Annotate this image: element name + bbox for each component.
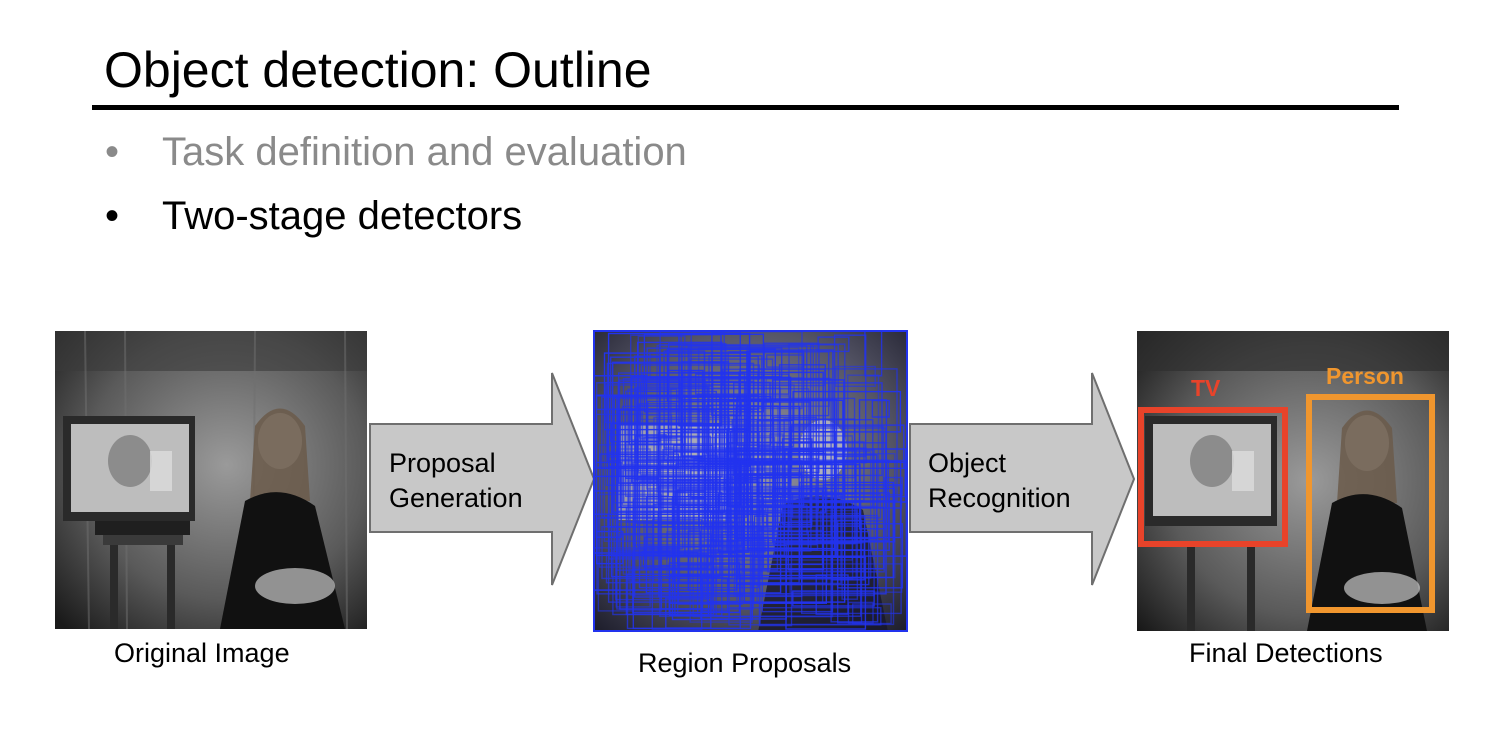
proposal-box bbox=[792, 390, 902, 433]
proposal-generation-arrow bbox=[369, 372, 595, 586]
proposal-box bbox=[735, 405, 801, 479]
proposal-box bbox=[607, 332, 751, 468]
proposal-box bbox=[785, 556, 867, 630]
proposal-box bbox=[601, 525, 763, 580]
arrow-label-line: Generation bbox=[389, 483, 523, 513]
proposal-box bbox=[596, 517, 741, 595]
proposal-box bbox=[772, 416, 817, 546]
proposal-box bbox=[647, 400, 743, 548]
proposal-box bbox=[689, 469, 753, 623]
object-recognition-label: Object Recognition bbox=[928, 446, 1071, 516]
proposal-box bbox=[627, 388, 678, 523]
proposal-box bbox=[815, 574, 849, 615]
proposal-box bbox=[714, 435, 854, 561]
tv-detection-label: TV bbox=[1191, 375, 1221, 401]
proposal-box bbox=[731, 504, 808, 535]
proposal-box bbox=[687, 493, 842, 585]
arrow-label-line: Recognition bbox=[928, 483, 1071, 513]
bullet-item-task-definition: • Task definition and evaluation bbox=[105, 128, 687, 176]
proposal-box bbox=[597, 493, 663, 612]
proposal-box bbox=[871, 399, 890, 418]
proposal-box bbox=[622, 534, 762, 575]
proposal-box bbox=[689, 358, 774, 427]
title-underline bbox=[92, 105, 1399, 110]
proposal-box bbox=[833, 334, 867, 458]
proposal-box bbox=[754, 530, 870, 586]
bullet-marker: • bbox=[105, 194, 120, 238]
proposal-box bbox=[749, 452, 827, 513]
caption-original-image: Original Image bbox=[114, 638, 290, 668]
arrow-label-line: Object bbox=[928, 448, 1007, 478]
proposal-box bbox=[790, 424, 905, 469]
caption-final-detections: Final Detections bbox=[1189, 638, 1383, 668]
proposal-box bbox=[630, 334, 682, 441]
proposal-box bbox=[613, 397, 682, 504]
proposal-box bbox=[660, 555, 714, 610]
proposal-box bbox=[847, 601, 874, 624]
region-proposals-illustration bbox=[593, 330, 908, 632]
proposal-box bbox=[605, 384, 726, 487]
proposal-frame bbox=[593, 330, 908, 632]
proposal-box bbox=[727, 399, 844, 508]
bullet-item-two-stage: • Two-stage detectors bbox=[105, 192, 522, 240]
person-detection-label: Person bbox=[1326, 363, 1404, 389]
proposal-box bbox=[846, 374, 880, 507]
caption-region-proposals: Region Proposals bbox=[638, 648, 852, 678]
proposal-box bbox=[646, 347, 783, 378]
bullet-text: Two-stage detectors bbox=[162, 194, 523, 238]
tv-detection-box bbox=[1138, 407, 1288, 547]
bullet-text: Task definition and evaluation bbox=[162, 130, 687, 174]
final-detections-image: TV Person bbox=[1137, 331, 1449, 631]
proposal-box bbox=[715, 501, 862, 617]
proposal-box bbox=[703, 455, 718, 541]
proposal-box bbox=[658, 431, 728, 525]
slide-title: Object detection: Outline bbox=[104, 42, 652, 98]
proposal-box bbox=[687, 344, 808, 498]
bullet-marker: • bbox=[105, 130, 120, 174]
original-image bbox=[55, 331, 367, 629]
proposal-generation-label: Proposal Generation bbox=[389, 446, 523, 516]
region-proposals-image bbox=[593, 330, 908, 632]
proposal-box bbox=[643, 333, 765, 413]
proposal-box bbox=[837, 459, 906, 498]
proposal-box bbox=[743, 474, 846, 603]
proposal-box bbox=[632, 498, 752, 630]
proposal-box bbox=[621, 405, 714, 507]
final-detections-illustration bbox=[1137, 331, 1449, 631]
arrow-label-line: Proposal bbox=[389, 448, 496, 478]
proposal-box bbox=[729, 430, 836, 557]
proposal-box bbox=[682, 371, 824, 465]
proposal-box bbox=[616, 424, 721, 512]
proposal-box bbox=[641, 550, 671, 567]
object-recognition-arrow bbox=[909, 372, 1135, 586]
proposal-box bbox=[631, 568, 718, 584]
proposal-box bbox=[883, 476, 903, 496]
proposal-box bbox=[790, 425, 885, 522]
proposal-box bbox=[599, 453, 680, 469]
proposal-box bbox=[789, 563, 903, 593]
proposal-box bbox=[637, 341, 723, 478]
original-photo-illustration bbox=[55, 331, 367, 629]
person-detection-box bbox=[1306, 394, 1435, 613]
proposal-box bbox=[696, 393, 767, 512]
proposal-box bbox=[792, 590, 875, 607]
